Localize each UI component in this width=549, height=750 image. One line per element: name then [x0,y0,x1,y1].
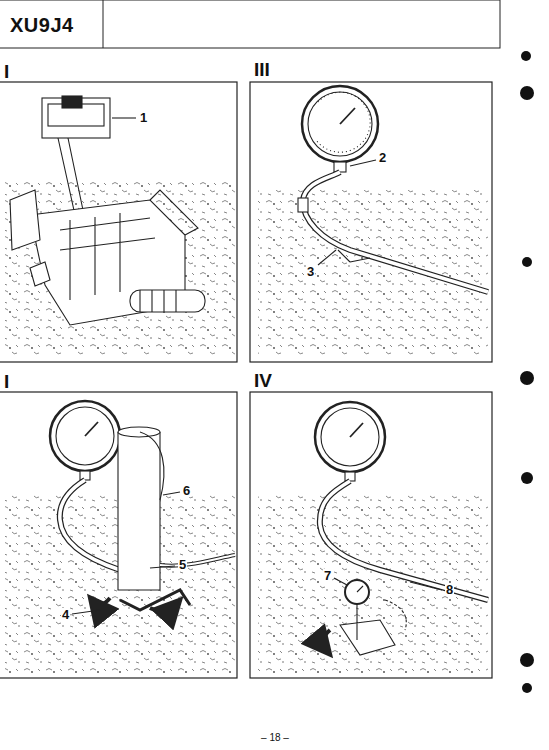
double-gauge-illustration [258,402,488,673]
panel-frames [0,82,492,678]
callout-number: 6 [182,484,191,497]
callout-number: 4 [61,608,70,621]
callout-number: 1 [139,111,148,124]
gauge-hose-illustration [258,86,488,355]
switch-relay-illustration [5,96,235,355]
page-number: – 18 – [261,733,289,743]
gauge-pump-illustration [5,401,235,673]
callout-number: 2 [378,151,387,164]
panel-numeral: IV [254,371,272,390]
panel-numeral: I [4,372,9,391]
panel-numeral: III [254,60,270,79]
callout-number: 5 [178,558,187,571]
panel-numeral: I [4,62,9,81]
header-box [0,0,500,48]
callout-number: 7 [323,569,332,582]
callout-number: 3 [306,265,315,278]
page-title: XU9J4 [10,15,74,35]
binder-holes [520,51,534,693]
callout-number: 8 [445,583,454,596]
